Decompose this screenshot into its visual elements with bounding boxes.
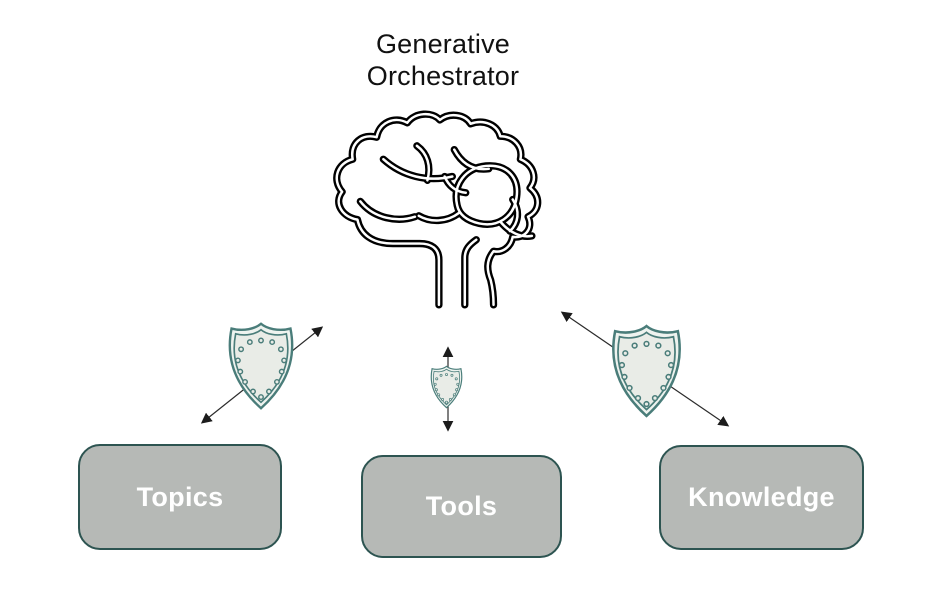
shield-icon-left [228, 322, 294, 410]
node-knowledge: Knowledge [659, 445, 864, 550]
title-line-2: Orchestrator [366, 61, 520, 91]
diagram-title: Generative Orchestrator [318, 28, 568, 92]
node-tools: Tools [361, 455, 562, 558]
node-topics: Topics [78, 444, 282, 550]
node-tools-label: Tools [425, 491, 498, 521]
title-line-1: Generative [375, 29, 511, 59]
node-knowledge-label: Knowledge [688, 482, 835, 512]
node-topics-label: Topics [136, 481, 224, 512]
shield-icon-right [612, 324, 681, 418]
shield-icon-middle [430, 365, 463, 409]
